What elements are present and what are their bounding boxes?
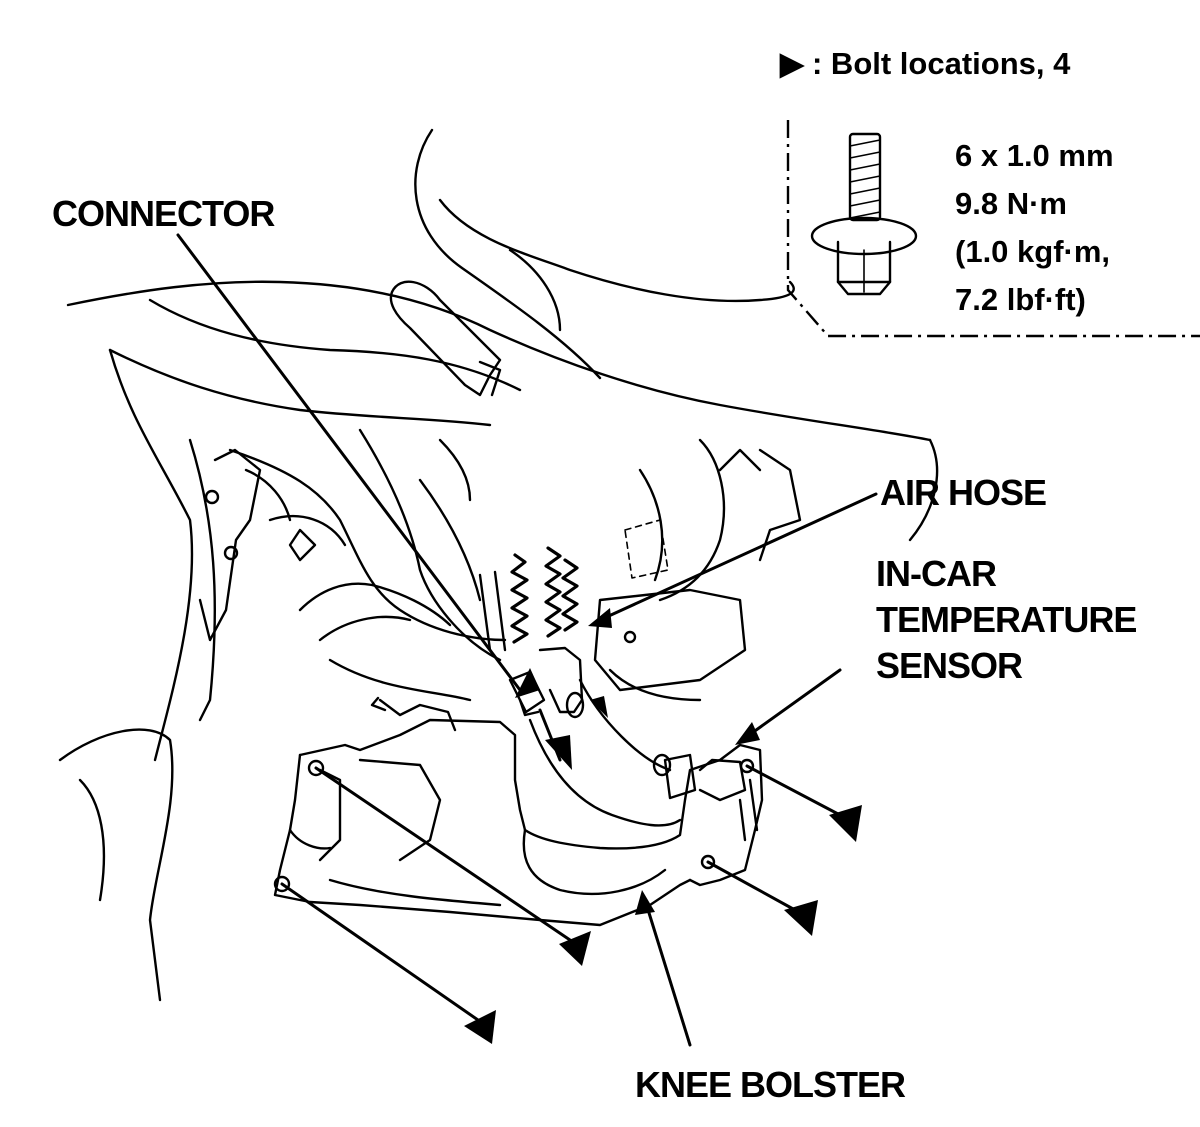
knee-bolster-leader — [643, 898, 692, 1047]
spec-torque-kgfm: (1.0 kgf·m, — [955, 234, 1110, 269]
spec-torque-nm: 9.8 N·m — [955, 186, 1067, 221]
sensor-leader — [743, 668, 842, 740]
connector-part — [508, 646, 585, 719]
air-hose-leader — [598, 492, 878, 622]
bolt-leader-4 — [706, 860, 797, 912]
sensor-label-line-3: SENSOR — [876, 645, 1023, 686]
bolt-leader-3 — [745, 764, 842, 817]
knee-bolster-part — [273, 696, 764, 927]
connector-arrow-icon — [515, 668, 540, 698]
bolt-spec-text: 6 x 1.0 mm 9.8 N·m (1.0 kgf·m, 7.2 lbf·f… — [955, 138, 1114, 317]
bolt-location-marker-icon — [784, 900, 818, 936]
bolt-location-marker-icon — [829, 805, 862, 842]
connector-leader — [176, 233, 522, 692]
sensor-label-line-1: IN-CAR — [876, 553, 997, 594]
duct-marker-icon — [545, 735, 572, 770]
callout-labels: CONNECTOR AIR HOSE IN-CAR TEMPERATURE SE… — [52, 193, 1137, 1105]
bolt-icon — [810, 132, 918, 296]
bolt-leader-1 — [314, 766, 572, 942]
dashboard-line-art — [58, 128, 939, 1002]
legend-text: : Bolt locations, 4 — [812, 46, 1071, 81]
spec-size: 6 x 1.0 mm — [955, 138, 1114, 173]
air-hose-duct — [510, 553, 529, 644]
sensor-label-line-2: TEMPERATURE — [876, 599, 1136, 640]
legend-marker-icon: ▶ — [779, 46, 805, 81]
legend: ▶ : Bolt locations, 4 — [779, 46, 1071, 81]
spec-torque-lbfft: 7.2 lbf·ft) — [955, 282, 1086, 317]
bolt-spec-box: 6 x 1.0 mm 9.8 N·m (1.0 kgf·m, 7.2 lbf·f… — [786, 120, 1200, 338]
knee-bolster-label: KNEE BOLSTER — [635, 1064, 906, 1105]
spec-box-border — [786, 120, 1200, 338]
bolt-location-marker-icon — [464, 1010, 496, 1044]
bolt-location-markers — [464, 696, 862, 1044]
air-hose-label: AIR HOSE — [880, 472, 1046, 513]
leader-lines — [176, 233, 878, 1047]
bolt-location-marker-icon — [559, 931, 591, 966]
bolt-leader-2 — [280, 882, 480, 1022]
connector-label: CONNECTOR — [52, 193, 275, 234]
